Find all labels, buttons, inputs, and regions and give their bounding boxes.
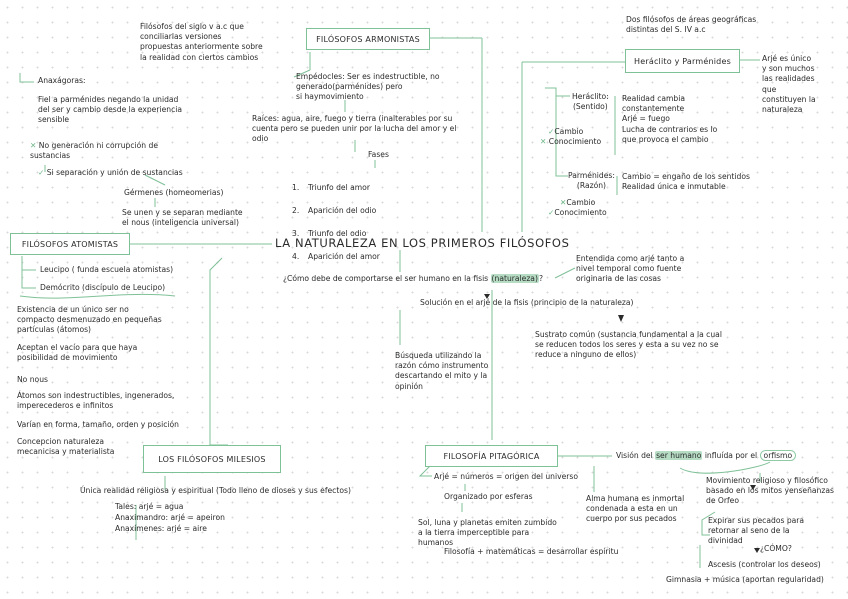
se-unen-text: Se unen y se separan mediante el nous (i… <box>122 208 243 228</box>
gimnasia-text: Gimnasia + música (aportan regularidad) <box>666 575 824 584</box>
cross-icon: ✕ <box>30 141 37 150</box>
no-generacion: ✕ No generación ni corrupción de sustanc… <box>30 141 158 161</box>
fase-item: 4.Aparición del amor <box>292 251 380 261</box>
como-text: ¿CÓMO? <box>760 544 792 553</box>
atomistas-item: Aceptan el vacío para que haya posibilid… <box>17 343 138 363</box>
milesios-unica: Única realidad religiosa y espiritual (T… <box>80 486 351 495</box>
raices-text: Raíces: agua, aire, fuego y tierra (inal… <box>252 114 457 144</box>
fases-list: 1.Triunfo del amor 2.Aparición del odio … <box>292 170 380 274</box>
anaxagoras-text: Fiel a parménides negando la unidad del … <box>38 95 183 125</box>
arje-definition: Entendida como arjé tanto a nivel tempor… <box>576 254 685 284</box>
heraclito-check: ✓Cambio <box>548 127 584 136</box>
heraclito-items: Realidad cambia constantemente Arjé = fu… <box>622 94 718 144</box>
fase-item: 1.Triunfo del amor <box>292 182 370 192</box>
pitagorica-esferas: Organizado por esferas <box>444 492 533 501</box>
fases-label: Fases <box>368 150 389 159</box>
parmenides-items: Cambio = engaño de los sentidos Realidad… <box>622 172 750 192</box>
sustrato-text: Sustrato común (sustancia fundamental a … <box>535 330 722 360</box>
atomistas-item: Átomos son indestructibles, ingenerados,… <box>17 391 175 411</box>
atomistas-item: Varían en forma, tamaño, orden y posició… <box>17 420 179 429</box>
expiar-text: Expirar sus pecados para retornar al sen… <box>708 516 805 546</box>
busqueda-text: Búsqueda utilizando la razón cómo instru… <box>395 351 489 391</box>
atomistas-item: Concepcion naturaleza mecanicisa y mater… <box>17 437 115 457</box>
tales-text: Tales: arjé = agua <box>115 502 184 511</box>
main-title: LA NATURALEZA EN LOS PRIMEROS FILÓSOFOS <box>275 236 570 250</box>
heraclito-right-note: Arjé es único y son muchos las realidade… <box>762 54 816 115</box>
atomistas-item: No nous <box>17 375 48 384</box>
check-icon: ✓ <box>548 208 555 217</box>
center-question: ¿Cómo debe de comportarse el ser humano … <box>283 274 543 283</box>
box-heraclito-parmenides: Heráclito y Parménides <box>625 49 740 73</box>
parmenides-check: ✓Conocimiento <box>548 208 607 217</box>
vision-text: Visión del ser humano influída por el or… <box>616 450 797 461</box>
fase-item: 3.Triunfo del odio <box>292 228 367 238</box>
pitagorica-alma: Alma humana es inmortal condenada a esta… <box>586 494 685 524</box>
heraclito-cross: ✕ Conocimiento <box>540 137 602 146</box>
anaximandro-text: Anaximandro: arjé = apeiron <box>115 513 225 522</box>
check-icon: ✓ <box>38 168 45 177</box>
cross-icon: ✕ <box>560 198 567 207</box>
cross-icon: ✕ <box>540 137 547 146</box>
democrito-text: Demócrito (discípulo de Leucipo) <box>40 283 166 292</box>
solution-text: Solución en el arjé de la fisis (princip… <box>420 298 634 307</box>
ascesis-text: Ascesis (controlar los deseos) <box>708 560 821 569</box>
pitagorica-filosofia: Filosofía + matemáticas = desarrollar es… <box>444 547 619 556</box>
check-icon: ✓ <box>548 127 555 136</box>
leucipo-text: Leucipo ( funda escuela atomistas) <box>40 265 174 274</box>
orfeo-text: Movimiento religioso y filosófico basado… <box>706 476 834 506</box>
heraclito-top-note: Dos filósofos de áreas geográficas disti… <box>626 15 757 35</box>
pitagorica-arje: Arjé = números = origen del universo <box>434 472 578 481</box>
atomistas-item: Existencia de un único ser no compacto d… <box>17 305 162 335</box>
fase-item: 2.Aparición del odio <box>292 205 377 215</box>
box-filosofos-armonistas: FILÓSOFOS ARMONISTAS <box>306 28 430 50</box>
box-filosofia-pitagorica: FILOSOFÍA PITAGÓRICA <box>425 445 558 467</box>
germenes-text: Gérmenes (homeomerias) <box>124 188 224 197</box>
box-filosofos-atomistas: FILÓSOFOS ATOMISTAS <box>10 233 130 255</box>
parmenides-label: Parménides: (Razón) <box>568 171 615 191</box>
anaximenes-text: Anaxímenes: arjé = aire <box>115 524 207 533</box>
armonistas-intro: Filósofos del siglo v a.c que conciliarl… <box>140 22 263 62</box>
empedocles-text: Empédocles: Ser es indestructible, no ge… <box>296 72 440 102</box>
pitagorica-sol: Sol, luna y planetas emiten zumbido a la… <box>418 518 557 548</box>
heraclito-label: Heráclito: (Sentido) <box>572 92 609 112</box>
box-filosofos-milesios: LOS FILÓSOFOS MILESIOS <box>143 445 281 473</box>
anaxagoras-label: Anaxágoras: <box>38 76 86 85</box>
parmenides-cross: ✕Cambio <box>560 198 596 207</box>
si-separacion: ✓ Si separación y unión de sustancias <box>38 168 183 177</box>
